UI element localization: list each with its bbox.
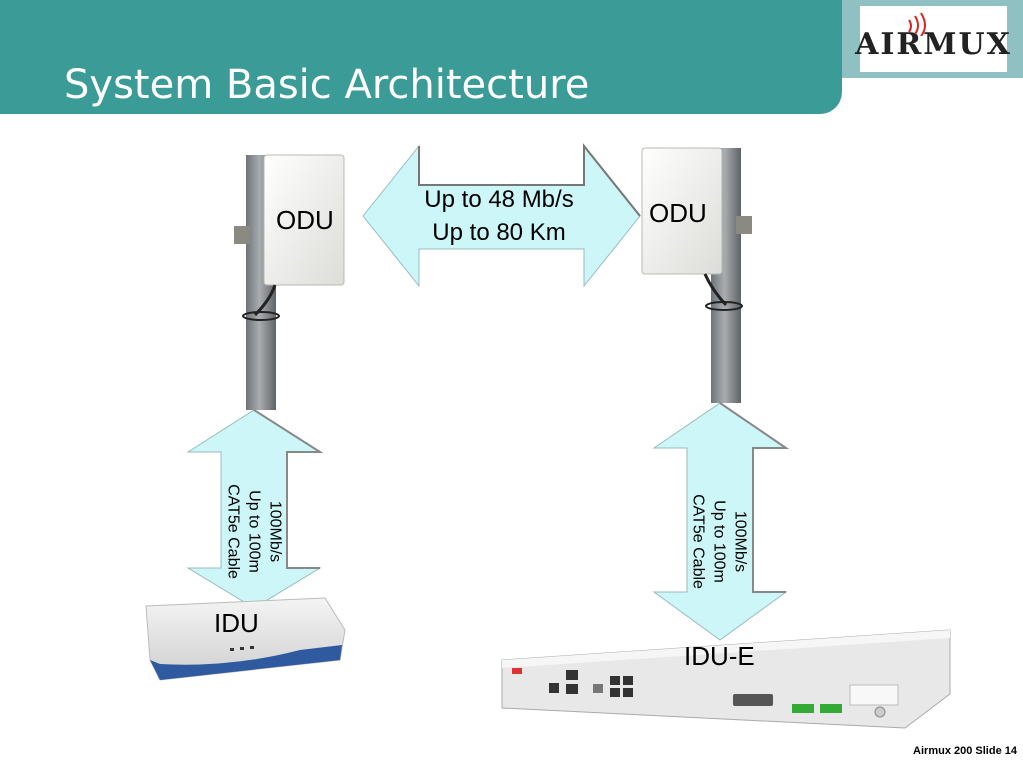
right-cable-arrow <box>652 402 790 641</box>
idu-e-unit <box>501 629 951 729</box>
right-cable-type: CAT5e Cable <box>689 494 707 589</box>
slide-title: System Basic Architecture <box>64 62 590 108</box>
link-rate-text: Up to 48 Mb/s <box>424 186 574 213</box>
header-band <box>0 0 842 114</box>
left-cable-range: Up to 100m <box>245 490 263 573</box>
logo-text: AIRMUX <box>855 26 1012 62</box>
left-cable-arrow <box>186 409 324 609</box>
left-odu-antenna <box>234 154 345 321</box>
right-cable-label: 100Mb/s Up to 100m CAT5e Cable <box>688 482 751 602</box>
idu-label: IDU <box>214 608 259 638</box>
logo-signal-icon <box>908 12 926 36</box>
idu-unit <box>145 597 346 681</box>
left-cable-type: CAT5e Cable <box>224 484 242 579</box>
airmux-logo: AIRMUX <box>855 6 1010 72</box>
idu-e-label: IDU-E <box>684 641 755 671</box>
right-cable-range: Up to 100m <box>710 500 728 583</box>
wireless-link-label: Up to 48 Mb/s Up to 80 Km <box>399 183 599 249</box>
link-range-text: Up to 80 Km <box>432 219 566 246</box>
right-cable-rate: 100Mb/s <box>731 510 749 573</box>
odu-left-label: ODU <box>276 205 334 235</box>
odu-right-label: ODU <box>649 198 707 228</box>
wireless-link-arrow <box>362 143 641 288</box>
right-odu-antenna <box>641 147 752 311</box>
slide-footer: Airmux 200 Slide 14 <box>913 745 1017 757</box>
left-cable-rate: 100Mb/s <box>266 500 284 563</box>
left-cable-label: 100Mb/s Up to 100m CAT5e Cable <box>223 477 286 587</box>
